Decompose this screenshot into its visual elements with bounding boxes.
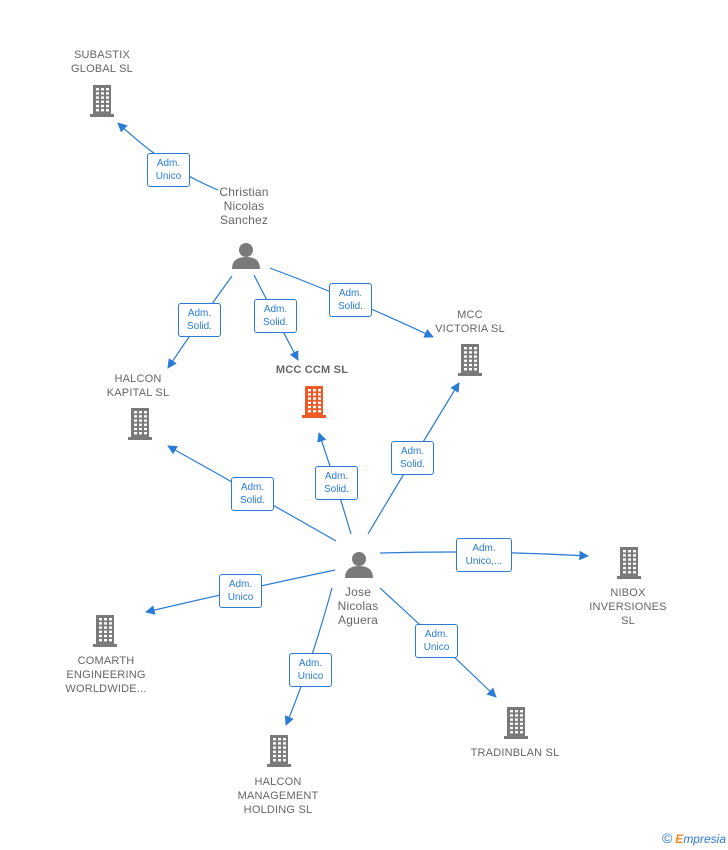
node-label-tradinblan[interactable]: TRADINBLAN SL <box>470 747 560 759</box>
icons-layer <box>90 85 641 767</box>
brand-logo-text: mpresia <box>683 832 726 846</box>
edge-label-jose-halcon-mgmt[interactable]: Adm. Unico <box>289 653 332 687</box>
node-label-mcc-victoria[interactable]: MCC VICTORIA SL <box>435 309 505 335</box>
edges-layer <box>117 122 589 726</box>
building-icon-mcc_ccm[interactable] <box>302 386 326 418</box>
node-label-halcon-mgmt[interactable]: HALCON MANAGEMENT HOLDING SL <box>237 776 319 816</box>
building-icon-mcc_victoria[interactable] <box>458 344 482 376</box>
edge-label-jose-comarth[interactable]: Adm. Unico <box>219 574 262 608</box>
building-icon-halcon_mgmt[interactable] <box>267 735 291 767</box>
edge-label-christian-subastix[interactable]: Adm. Unico <box>147 153 190 187</box>
node-label-mcc-ccm[interactable]: MCC CCM SL <box>275 364 349 376</box>
person-icon-christian[interactable] <box>232 243 260 269</box>
brand-logo: ©Empresia <box>662 830 726 846</box>
edge-label-jose-tradinblan[interactable]: Adm. Unico <box>415 624 458 658</box>
node-label-halcon-kapital[interactable]: HALCON KAPITAL SL <box>106 373 170 399</box>
building-icon-nibox[interactable] <box>617 547 641 579</box>
node-label-jose[interactable]: Jose Nicolas Aguera <box>337 585 379 627</box>
building-icon-tradinblan[interactable] <box>504 707 528 739</box>
person-icon-jose[interactable] <box>345 552 373 578</box>
brand-logo-letter: E <box>675 832 684 846</box>
building-icon-comarth[interactable] <box>93 615 117 647</box>
edge-label-christian-halcon-kapital[interactable]: Adm. Solid. <box>178 303 221 337</box>
edge-label-christian-mcc-ccm[interactable]: Adm. Solid. <box>254 299 297 333</box>
node-label-christian[interactable]: Christian Nicolas Sanchez <box>219 185 269 227</box>
edge-label-jose-mcc-ccm[interactable]: Adm. Solid. <box>315 466 358 500</box>
edge-label-christian-mcc-victoria[interactable]: Adm. Solid. <box>329 283 372 317</box>
building-icon-subastix[interactable] <box>90 85 114 117</box>
node-label-nibox[interactable]: NIBOX INVERSIONES SL <box>589 587 667 627</box>
building-icon-halcon_kapital[interactable] <box>128 408 152 440</box>
edge-label-jose-mcc-victoria[interactable]: Adm. Solid. <box>391 441 434 475</box>
edge-label-jose-halcon-kapital[interactable]: Adm. Solid. <box>231 477 274 511</box>
node-label-subastix[interactable]: SUBASTIX GLOBAL SL <box>71 49 133 75</box>
copyright-icon: © <box>661 830 673 846</box>
node-label-comarth[interactable]: COMARTH ENGINEERING WORLDWIDE... <box>65 655 147 695</box>
edge-label-jose-nibox[interactable]: Adm. Unico,... <box>456 538 512 572</box>
